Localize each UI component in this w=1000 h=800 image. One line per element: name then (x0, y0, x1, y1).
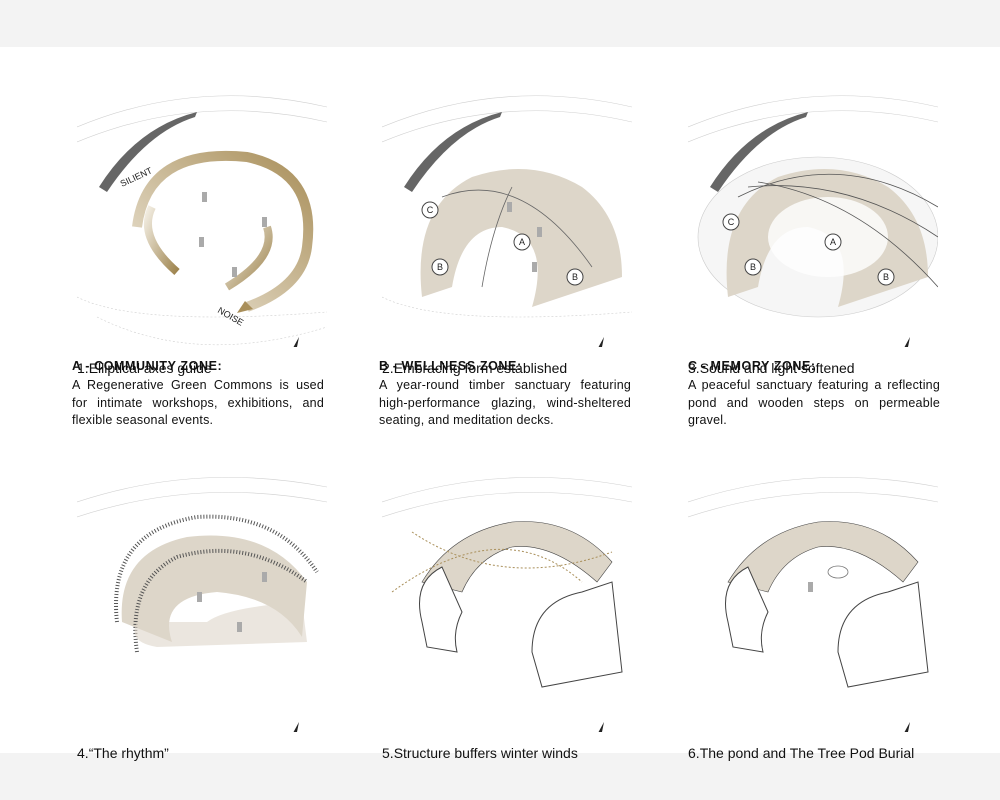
zone-b-text: A year-round timber sanctuary featuring … (379, 378, 631, 427)
zone-marker-c: C (427, 205, 434, 215)
panel-2: C A B B 2.Embracing form established (382, 87, 632, 376)
panel-3-caption-text: Sound and light softened (699, 360, 855, 376)
panel-6-caption: 6.The pond and The Tree Pod Burial (688, 745, 914, 761)
panel-1: SILIENT NOISE 1.Elliptical axes guide (77, 87, 327, 376)
panel-5-caption-text: Structure buffers winter winds (393, 745, 578, 761)
north-arrow-icon (904, 722, 910, 732)
zone-b-title: B - WELLNESS ZONE: (379, 359, 522, 373)
zone-c-text: A peaceful sanctuary featuring a reflect… (688, 378, 940, 427)
panel-1-number: 1. (77, 360, 89, 376)
zone-a-text: A Regenerative Green Commons is used for… (72, 378, 324, 427)
zone-a-title: A - COMMUNITY ZONE: (72, 359, 223, 373)
panel-6-number: 6. (688, 745, 700, 761)
zone-marker-b: B (437, 262, 443, 272)
north-arrow-icon (293, 337, 299, 347)
zone-marker-a: A (519, 237, 525, 247)
panel-2-number: 2. (382, 360, 394, 376)
wall-segment (99, 112, 197, 192)
panel-3-caption: 3.Sound and light softened (688, 360, 855, 376)
panel-4-caption-text: “The rhythm” (88, 745, 169, 761)
panel-5: 5.Structure buffers winter winds (382, 472, 632, 761)
panel-6: 6.The pond and The Tree Pod Burial (688, 472, 938, 761)
panel-5-number: 5. (382, 745, 394, 761)
panel-1-caption-text: Elliptical axes guide (88, 360, 212, 376)
panel-3-number: 3. (688, 360, 700, 376)
panel-5-drawing (382, 477, 632, 732)
panel-2-drawing: C A B B (382, 95, 632, 347)
diagram-sheet: SILIENT NOISE 1.Elliptical axes guide C … (0, 47, 1000, 761)
panel-2-caption-text: Embracing form established (393, 360, 568, 376)
panel-3: C A B B 3.Sound and light softened (688, 87, 938, 376)
panel-4-drawing (77, 477, 327, 732)
zone-b-description: B - WELLNESS ZONE: A year-round timber s… (379, 359, 631, 430)
zone-marker-b2: B (883, 272, 889, 282)
north-arrow-icon (598, 337, 604, 347)
zone-marker-b2: B (572, 272, 578, 282)
panel-1-drawing: SILIENT NOISE (77, 95, 327, 347)
north-arrow-icon (293, 722, 299, 732)
zone-marker-a: A (830, 237, 836, 247)
panel-4-number: 4. (77, 745, 89, 761)
panel-6-drawing (688, 477, 938, 732)
panel-5-caption: 5.Structure buffers winter winds (382, 745, 578, 761)
panel-1-caption: 1.Elliptical axes guide (77, 360, 212, 376)
zone-c-description: C - MEMORY ZONE: A peaceful sanctuary fe… (688, 359, 940, 430)
north-arrow-icon (598, 722, 604, 732)
panel-6-caption-text: The pond and The Tree Pod Burial (699, 745, 915, 761)
panel-4-caption: 4.“The rhythm” (77, 745, 169, 761)
panel-4: 4.“The rhythm” (77, 472, 327, 761)
panel-2-caption: 2.Embracing form established (382, 360, 567, 376)
zone-marker-b: B (750, 262, 756, 272)
zone-c-title: C - MEMORY ZONE: (688, 359, 816, 373)
panel-3-drawing: C A B B (688, 95, 938, 347)
pond (827, 565, 849, 579)
zone-marker-c: C (728, 217, 735, 227)
north-arrow-icon (904, 337, 910, 347)
zone-a-description: A - COMMUNITY ZONE: A Regenerative Green… (72, 359, 324, 430)
arrow-outer (132, 150, 314, 312)
